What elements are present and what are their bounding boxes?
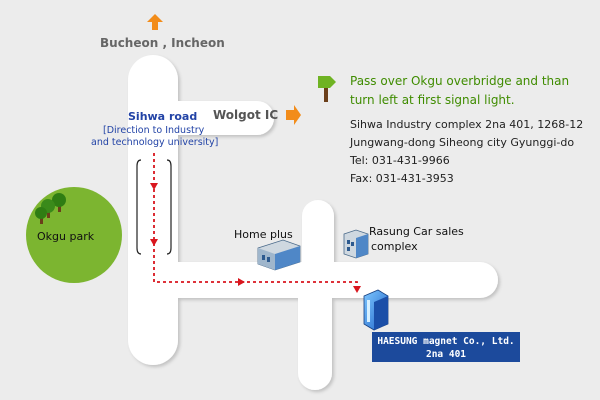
company-name: HAESUNG magnet Co., Ltd. (377, 336, 515, 347)
directions-line1: Pass over Okgu overbridge and than (350, 74, 570, 88)
rasung-label-line2: complex (371, 240, 418, 253)
home-plus-label: Home plus (234, 228, 293, 241)
sihwa-road-subtitle-line2: and technology university] (91, 137, 219, 148)
route-arrow-4 (353, 286, 361, 293)
company-label-box: HAESUNG magnet Co., Ltd. 2na 401 (372, 332, 520, 362)
sihwa-road-subtitle-line1: [Direction to Industry (103, 125, 205, 136)
rasung-label-line1: Rasung Car sales (369, 225, 464, 238)
rasung-building-icon (343, 229, 369, 259)
north-arrow-icon (147, 14, 163, 30)
sihwa-road-label: Sihwa road (128, 110, 198, 123)
road-brackets (136, 159, 172, 255)
route-arrow-3 (238, 278, 245, 286)
destination-label: Bucheon , Incheon (100, 36, 225, 50)
direction-sign-icon (318, 76, 336, 102)
okgu-park-label: Okgu park (37, 230, 95, 243)
horizontal-road (150, 262, 498, 298)
directions-line2: turn left at first signal light. (350, 93, 515, 107)
north-stub-road (302, 200, 334, 280)
wolgot-ic-road (150, 101, 274, 135)
road-network (128, 55, 498, 390)
address-line2: Jungwang-dong Siheong city Gyunggi-do (350, 136, 575, 149)
route-path (150, 153, 361, 293)
company-building-icon (363, 289, 389, 331)
telephone: Tel: 031-431-9966 (350, 154, 450, 167)
route-arrow-1 (150, 183, 158, 190)
route-arrow-2 (150, 239, 158, 246)
tree-icon (35, 193, 66, 224)
left-bracket (136, 159, 142, 255)
south-stub-road (298, 280, 332, 390)
company-unit: 2na 401 (425, 349, 467, 360)
east-arrow-icon (286, 105, 301, 125)
okgu-park (26, 187, 122, 283)
home-plus-building-icon (257, 239, 301, 271)
wolgot-ic-label: Wolgot IC (213, 108, 279, 122)
right-bracket (166, 159, 172, 255)
fax: Fax: 031-431-3953 (350, 172, 454, 185)
address-line1: Sihwa Industry complex 2na 401, 1268-12 (350, 118, 584, 131)
